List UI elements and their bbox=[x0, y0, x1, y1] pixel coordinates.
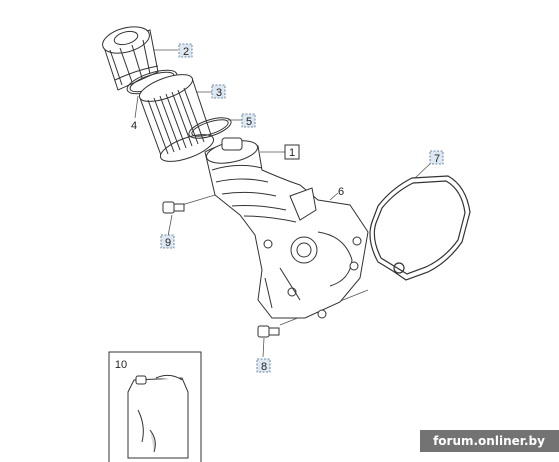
watermark: forum.onliner.by bbox=[433, 434, 545, 448]
callout-10: 10 bbox=[115, 359, 127, 371]
callout-8: 8 bbox=[261, 361, 267, 373]
callout-3: 3 bbox=[216, 87, 222, 99]
callout-6: 6 bbox=[338, 186, 344, 198]
filter-element bbox=[138, 74, 215, 162]
gasket bbox=[369, 175, 471, 281]
callout-2: 2 bbox=[183, 46, 189, 58]
callout-7: 7 bbox=[434, 153, 440, 165]
callout-4: 4 bbox=[131, 120, 137, 132]
filter-housing bbox=[204, 137, 369, 319]
bolt-8 bbox=[257, 325, 280, 338]
bolt-9 bbox=[162, 201, 185, 214]
o-ring-5 bbox=[188, 117, 232, 139]
callout-boxes bbox=[160, 43, 444, 373]
oil-container-frame bbox=[108, 351, 202, 462]
callout-9: 9 bbox=[165, 237, 171, 249]
watermark-background bbox=[420, 430, 559, 452]
callout-1: 1 bbox=[289, 147, 295, 159]
callout-5: 5 bbox=[246, 116, 252, 128]
oil-container-icon bbox=[127, 374, 189, 459]
